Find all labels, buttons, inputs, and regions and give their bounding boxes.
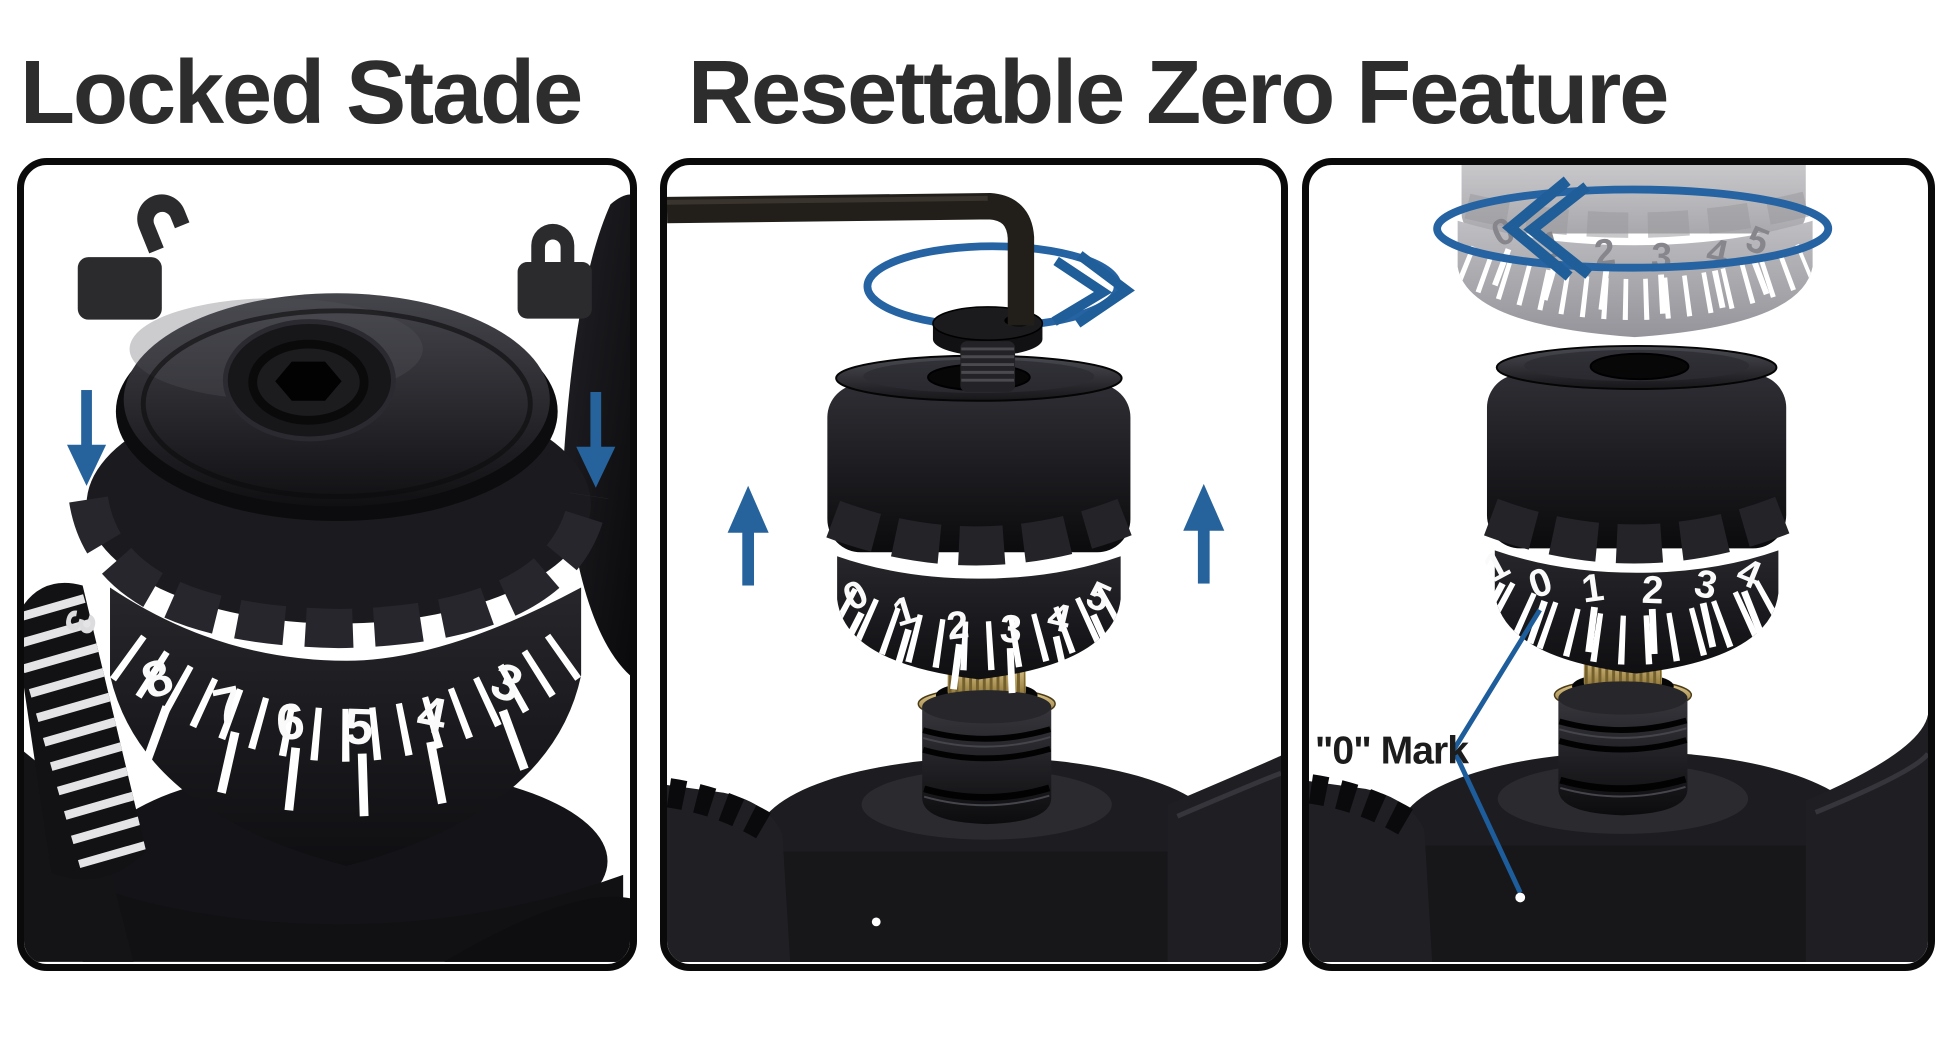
scope-body [667, 755, 1281, 962]
panel-zero-mark: 0 1 2 3 4 5 [1302, 158, 1935, 971]
ghost-turret: 0 1 2 3 4 5 [1457, 165, 1813, 338]
zero-index-dot [1515, 892, 1526, 903]
allen-key-icon [667, 192, 1035, 326]
dial-number: 6 [274, 692, 307, 751]
callout-label: "0" Mark [1315, 729, 1469, 772]
lock-icon [517, 223, 592, 319]
turret-cap: 0 1 2 3 4 5 [826, 354, 1132, 694]
locked-state-illustration: 3 8 7 6 5 4 3 [24, 194, 630, 962]
zero-index-dot [871, 917, 881, 927]
dial-band [1494, 550, 1779, 674]
resettable-zero-illustration: 0 1 2 3 4 5 [667, 192, 1281, 962]
unlock-icon [77, 194, 190, 320]
turret-knob: 8 7 6 5 4 3 [69, 293, 609, 867]
dial-number: 2 [944, 603, 971, 648]
dial-number: 2 [1641, 569, 1664, 613]
dial-tick-marks [837, 583, 1121, 694]
dial-tick-marks [1478, 577, 1779, 665]
dial-number: 5 [344, 697, 374, 755]
hex-socket [222, 319, 396, 442]
up-arrow-left [727, 485, 769, 586]
windage-turret: 3 [24, 582, 147, 880]
rotation-chevron [1051, 251, 1135, 328]
heading-resettable-zero: Resettable Zero Feature [688, 43, 1669, 143]
dial-number: 3 [999, 608, 1023, 652]
panel-resettable-zero: 0 1 2 3 4 5 [660, 158, 1288, 971]
heading-locked-state: Locked Stade [20, 43, 583, 143]
dial-band [837, 556, 1121, 680]
rotation-arrow-icon [1433, 185, 1833, 272]
down-arrow-left [67, 390, 107, 486]
rotation-chevron-left [1502, 176, 1593, 281]
down-arrow-right [576, 391, 616, 488]
callout-line [1450, 608, 1542, 903]
up-arrow-right [1183, 483, 1225, 584]
turret-cap: 1 0 1 2 3 4 [1477, 344, 1790, 674]
dial-tick-marks [110, 629, 582, 817]
set-screw [932, 306, 1044, 392]
zero-mark-illustration: 0 1 2 3 4 5 [1309, 165, 1928, 963]
panel-locked-state: 3 8 7 6 5 4 3 [17, 158, 637, 971]
